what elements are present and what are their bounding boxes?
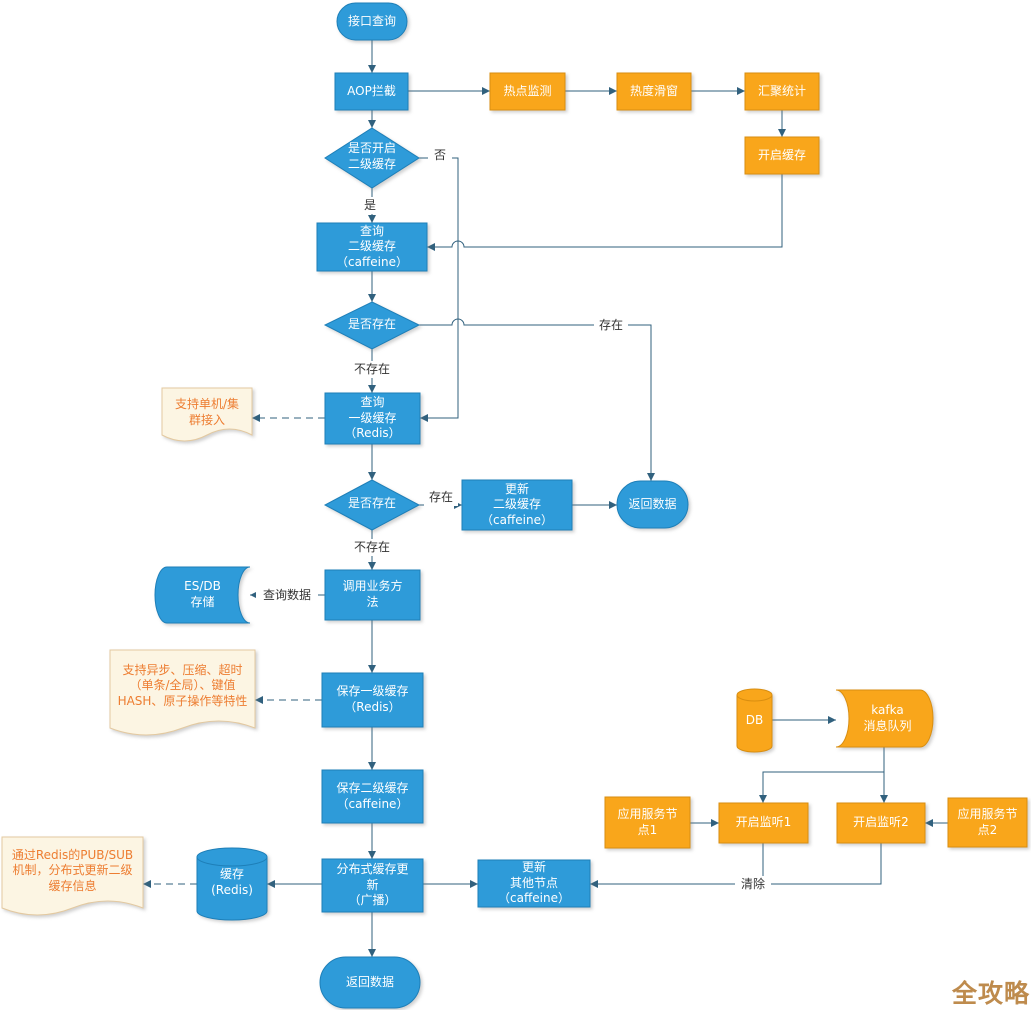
- broadcast-update-shape: [321, 858, 424, 913]
- cache-redis-cylinder-rim: [196, 856, 268, 867]
- cache-redis-cylinder-shape: [196, 847, 268, 921]
- note-pubsub-label: 通过Redis的PUB/SUB 机制，分布式更新二级 缓存信息: [11, 847, 134, 893]
- heat-window-shape: [616, 72, 692, 111]
- query-l1-shape: [324, 392, 421, 445]
- es-db-label: ES/DB 存储: [184, 579, 221, 609]
- save-l2-shape: [321, 769, 424, 824]
- es-db-shape: [154, 566, 251, 624]
- save-l1-label: 保存一级缓存 （Redis）: [336, 684, 409, 714]
- app-node-1-shape: [604, 796, 691, 849]
- return-data-bottom-shape: [319, 956, 421, 1009]
- hotspot-detect-label: 热点监测: [503, 83, 552, 98]
- app-node-2-shape: [947, 797, 1028, 848]
- edge-label-query-data: 查询数据: [256, 587, 318, 604]
- db-cylinder-rim: [736, 694, 773, 702]
- kafka-queue-shape: [835, 689, 934, 748]
- edge-decision2-exists-to-return: [419, 318, 655, 481]
- note-cluster-shape: [161, 387, 253, 442]
- watermark: 全攻略: [952, 979, 1031, 1008]
- query-l2-shape: [316, 222, 428, 272]
- edge-label-clear: 清除: [735, 876, 771, 893]
- note-features-shape: [109, 649, 256, 736]
- hotspot-detect-shape: [489, 72, 566, 111]
- note-features-label: 支持异步、压缩、超时 （单条/全局）、键值 HASH、原子操作等特性: [117, 662, 248, 708]
- listen-1-label: 开启监听1: [735, 815, 792, 830]
- kafka-queue-label: kafka 消息队列: [863, 702, 912, 733]
- app-node-2-label: 应用服务节 点2: [957, 806, 1018, 837]
- start-node-label: 接口查询: [347, 13, 396, 28]
- note-pubsub-shape: [1, 836, 144, 916]
- edge-kafka-to-listen1: [759, 747, 885, 803]
- start-node-shape: [336, 2, 408, 41]
- update-other-nodes-shape: [477, 859, 591, 908]
- aggregate-stats-shape: [744, 72, 820, 111]
- decision-l2-enabled-shape: [324, 127, 420, 189]
- enable-cache-shape: [744, 136, 820, 175]
- query-l1-label: 查询 一级缓存 （Redis）: [344, 395, 401, 441]
- aggregate-stats-label: 汇聚统计: [757, 83, 806, 98]
- decision-exists-l2-shape: [323, 301, 421, 350]
- listen-1-shape: [718, 802, 809, 844]
- edge-decision1-no-to-queryl1: [419, 157, 459, 422]
- edge-listen2-clear-to-updateothers: [590, 843, 882, 888]
- heat-window-label: 热度滑窗: [629, 83, 678, 98]
- listen-2-label: 开启监听2: [853, 815, 909, 830]
- update-other-nodes-label: 更新 其他节点 （caffeine）: [498, 860, 570, 906]
- broadcast-update-label: 分布式缓存更 新 （广播）: [336, 862, 409, 908]
- aop-node-label: AOP拦截: [347, 83, 396, 98]
- edge-enablecache-to-queryl2: [427, 174, 783, 251]
- decision-l2-enabled-label: 是否开启 二级缓存: [347, 141, 396, 171]
- edge-label-not-exists-l2: 不存在: [348, 361, 396, 378]
- return-data-bottom-label: 返回数据: [345, 974, 394, 989]
- edge-label-not-exists-l1: 不存在: [348, 539, 396, 556]
- edge-label-exists-l2: 存在: [594, 317, 628, 334]
- save-l2-label: 保存二级缓存 （caffeine）: [336, 780, 409, 811]
- enable-cache-label: 开启缓存: [757, 147, 806, 162]
- decision-exists-l2-label: 是否存在: [347, 317, 396, 332]
- edge-label-exists-l1: 存在: [424, 489, 458, 506]
- return-data-top-shape: [616, 480, 689, 529]
- decision-exists-l1-shape: [323, 479, 421, 531]
- update-l2-shape: [461, 479, 573, 531]
- edge-label-no: 否: [428, 147, 452, 164]
- save-l1-shape: [321, 672, 424, 728]
- update-l2-label: 更新 二级缓存 （caffeine）: [481, 481, 553, 527]
- call-business-shape: [324, 569, 421, 621]
- query-l2-label: 查询 二级缓存 （caffeine）: [336, 223, 408, 269]
- return-data-top-label: 返回数据: [628, 496, 677, 511]
- app-node-1-label: 应用服务节 点1: [617, 806, 678, 837]
- note-cluster-label: 支持单机/集 群接入: [174, 397, 240, 427]
- cache-redis-label: 缓存 (Redis): [211, 867, 253, 897]
- aop-node-shape: [334, 72, 409, 111]
- edge-label-yes: 是: [359, 197, 381, 214]
- decision-exists-l1-label: 是否存在: [347, 496, 396, 511]
- call-business-label: 调用业务方 法: [342, 579, 403, 609]
- db-cylinder-shape: [736, 688, 773, 753]
- listen-2-shape: [836, 802, 926, 844]
- db-label: DB: [745, 713, 764, 728]
